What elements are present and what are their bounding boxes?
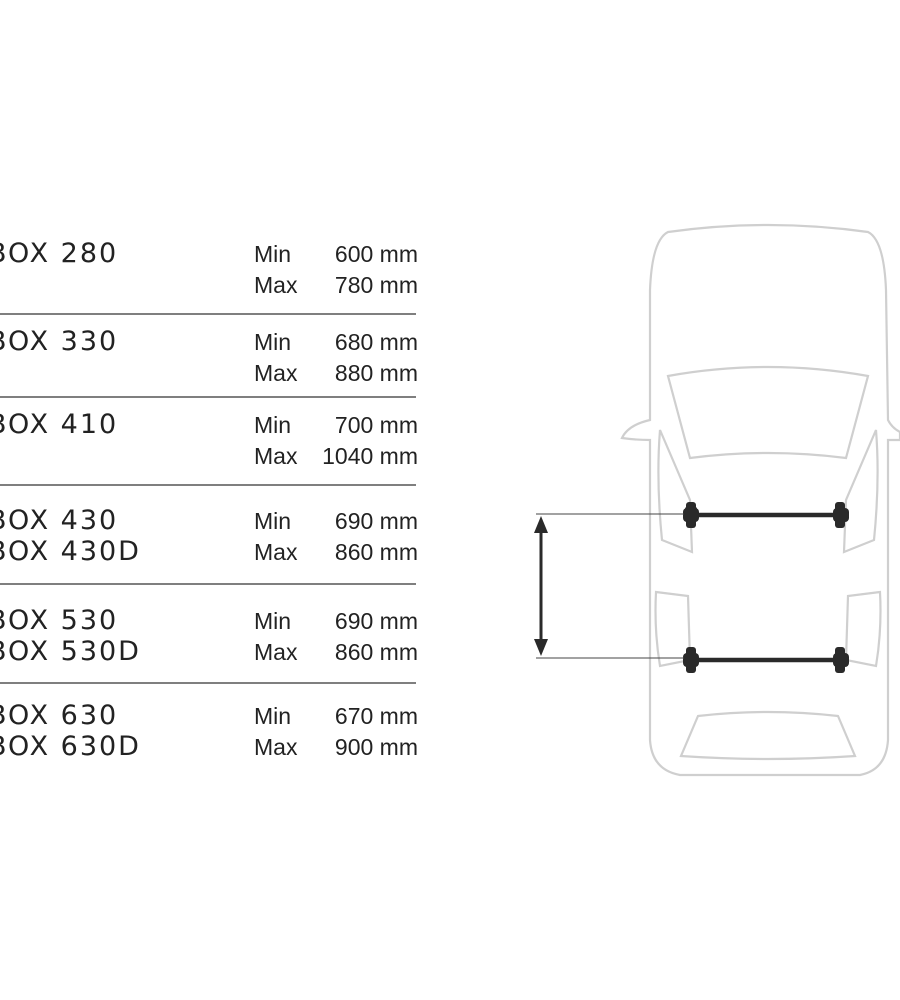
model-name: BOX 530 <box>0 605 118 636</box>
model-name: BOX 330 <box>0 326 118 357</box>
max-value: 860 mm <box>335 639 418 665</box>
model-name: BOX 630D <box>0 731 141 762</box>
min-label: Min <box>254 329 291 355</box>
max-value: 880 mm <box>335 360 418 386</box>
min-value: 670 mm <box>335 703 418 729</box>
rear-roof-bar <box>683 647 849 673</box>
min-value: 600 mm <box>335 241 418 267</box>
spec-row-430: BOX 430 BOX 430D Min 690 mm Max 860 mm <box>0 505 418 567</box>
min-label: Min <box>254 412 291 438</box>
car-top-view-icon <box>620 223 900 777</box>
spec-row-280: BOX 280 Min 600 mm Max 780 mm <box>0 238 418 298</box>
spec-row-530: BOX 530 BOX 530D Min 690 mm Max 860 mm <box>0 605 418 667</box>
model-name: BOX 410 <box>0 409 118 440</box>
min-value: 690 mm <box>335 508 418 534</box>
min-label: Min <box>254 241 291 267</box>
min-label: Min <box>254 703 291 729</box>
model-name: BOX 630 <box>0 700 118 731</box>
double-arrow-icon <box>534 513 684 659</box>
min-label: Min <box>254 608 291 634</box>
max-label: Max <box>254 360 298 386</box>
max-label: Max <box>254 539 298 565</box>
max-label: Max <box>254 639 298 665</box>
spec-row-630: BOX 630 BOX 630D Min 670 mm Max 900 mm <box>0 700 418 762</box>
spec-row-330: BOX 330 Min 680 mm Max 880 mm <box>0 326 418 386</box>
model-name: BOX 530D <box>0 636 141 667</box>
max-label: Max <box>254 272 298 298</box>
model-name: BOX 280 <box>0 238 118 269</box>
min-value: 680 mm <box>335 329 418 355</box>
min-value: 700 mm <box>335 412 418 438</box>
max-label: Max <box>254 443 298 469</box>
max-value: 860 mm <box>335 539 418 565</box>
max-value: 1040 mm <box>322 443 418 469</box>
min-label: Min <box>254 508 291 534</box>
max-label: Max <box>254 734 298 760</box>
max-value: 900 mm <box>335 734 418 760</box>
model-name: BOX 430 <box>0 505 118 536</box>
model-name: BOX 430D <box>0 536 141 567</box>
spec-row-410: BOX 410 Min 700 mm Max 1040 mm <box>0 409 418 469</box>
front-roof-bar <box>683 502 849 528</box>
min-value: 690 mm <box>335 608 418 634</box>
max-value: 780 mm <box>335 272 418 298</box>
